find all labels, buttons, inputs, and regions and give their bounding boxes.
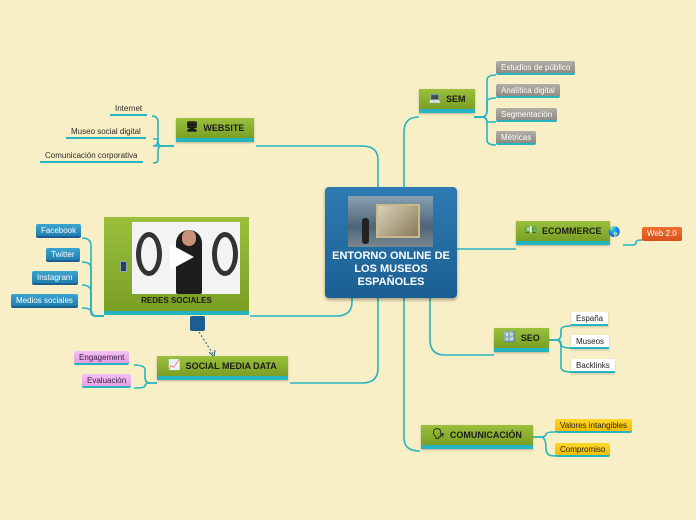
subtopic-backlinks[interactable]: Backlinks: [571, 359, 615, 373]
play-icon[interactable]: [170, 244, 194, 270]
topic-website[interactable]: 🖥 WEBSITE: [176, 118, 254, 142]
subtopic-valores-intangibles[interactable]: Valores intangibles: [555, 419, 633, 433]
subtopic-internet[interactable]: Internet: [110, 102, 148, 116]
topic-label: ECOMMERCE: [541, 226, 602, 236]
video-thumbnail[interactable]: [132, 222, 240, 294]
subtopic-comunicacion-corporativa[interactable]: Comunicación corporativa: [40, 149, 143, 163]
subtopic-twitter[interactable]: Twitter: [46, 248, 80, 262]
subtopic-instagram[interactable]: Instagram: [32, 271, 78, 285]
topic-label: SOCIAL MEDIA DATA: [185, 361, 277, 371]
subtopic-museo-social-digital[interactable]: Museo social digital: [66, 125, 146, 139]
subtopic-analitica-digital[interactable]: Analítica digital: [496, 84, 560, 98]
subtopic-engagement[interactable]: Engagement: [74, 351, 130, 365]
topic-seo[interactable]: 🔡 SEO: [494, 328, 549, 352]
collapse-toggle-button[interactable]: [190, 316, 205, 331]
computer-icon: 🖥: [185, 122, 199, 133]
subtopic-estudios-de-publico[interactable]: Estudios de público: [496, 61, 576, 75]
topic-redes-sociales[interactable]: REDES SOCIALES: [104, 217, 249, 315]
subtopic-metricas[interactable]: Métricas: [496, 131, 537, 145]
subtopic-medios-sociales[interactable]: Medios sociales: [11, 294, 78, 308]
central-topic-image: [348, 196, 433, 247]
topic-label: COMUNICACIÓN: [449, 430, 522, 440]
topic-label: SEM: [445, 94, 466, 104]
central-topic[interactable]: ENTORNO ONLINE DE LOS MUSEOS ESPAÑOLES: [325, 187, 457, 298]
cash-icon: 💵: [524, 225, 537, 236]
laptop-icon: 💻: [428, 93, 441, 104]
subtopic-espana[interactable]: España: [571, 312, 609, 326]
topic-sem[interactable]: 💻 SEM: [419, 89, 475, 113]
speaking-head-icon: 🗣: [432, 429, 445, 440]
chart-increasing-icon: 📈: [168, 360, 181, 371]
subtopic-compromiso[interactable]: Compromiso: [555, 443, 611, 457]
topic-label: REDES SOCIALES: [141, 296, 212, 305]
subtopic-museos[interactable]: Museos: [571, 335, 610, 349]
subtopic-segmentacion[interactable]: Segmentación: [496, 108, 558, 122]
topic-ecommerce[interactable]: 💵 ECOMMERCE: [516, 221, 610, 245]
globe-icon: 🌎: [608, 227, 621, 238]
subtopic-web-2-0[interactable]: Web 2.0: [642, 227, 682, 241]
central-topic-title: ENTORNO ONLINE DE LOS MUSEOS ESPAÑOLES: [332, 250, 450, 288]
topic-label: WEBSITE: [203, 123, 245, 133]
topic-comunicacion[interactable]: 🗣 COMUNICACIÓN: [421, 425, 533, 449]
topic-social-media-data[interactable]: 📈 SOCIAL MEDIA DATA: [157, 356, 288, 380]
subtopic-facebook[interactable]: Facebook: [36, 224, 82, 238]
mobile-phone-icon: [120, 261, 127, 272]
topic-label: SEO: [520, 333, 540, 343]
subtopic-evaluacion[interactable]: Evaluación: [82, 374, 132, 388]
abcd-icon: 🔡: [503, 332, 516, 343]
